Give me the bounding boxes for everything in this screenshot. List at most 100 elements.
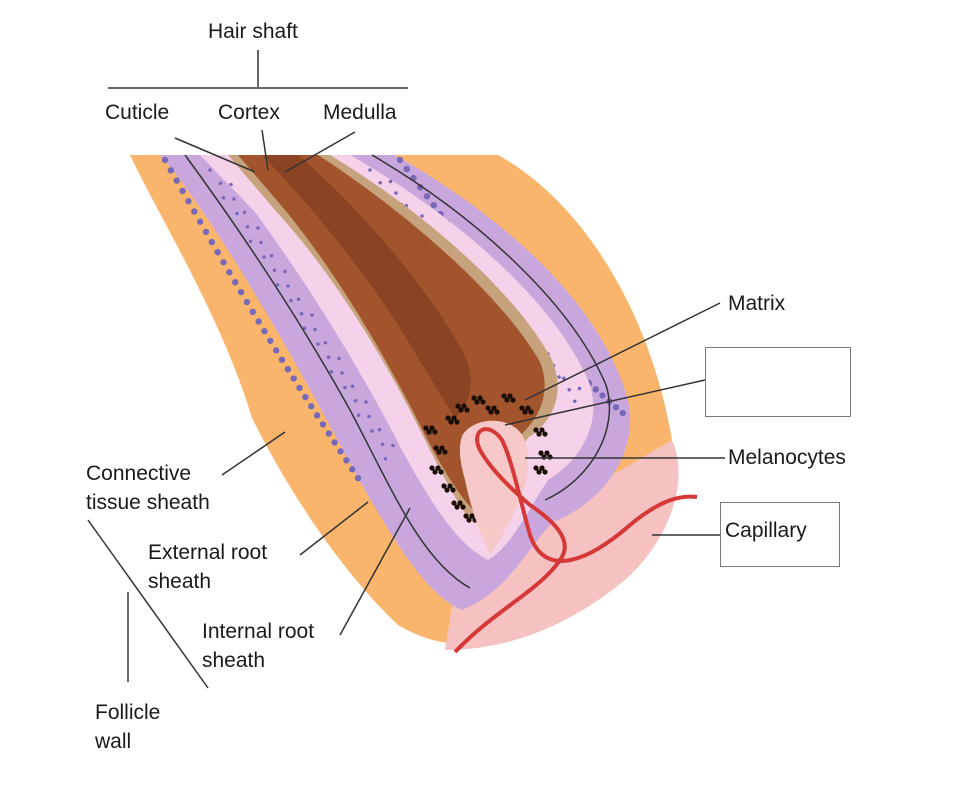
sheath-cell — [378, 180, 383, 185]
sheath-cell — [343, 385, 347, 390]
basal-cell — [331, 439, 338, 446]
melanin-granule — [432, 469, 438, 475]
sheath-cell — [275, 282, 280, 287]
label-follicle-wall-line2: wall — [95, 730, 132, 753]
melanin-granule — [480, 399, 486, 405]
melanin-granule — [432, 429, 438, 435]
basal-cell — [313, 412, 321, 419]
sheath-cell — [286, 284, 290, 288]
melanin-granule — [539, 465, 545, 471]
label-capillary: Capillary — [725, 519, 807, 542]
basal-cell — [214, 248, 221, 256]
label-connective-tissue-sheath-line1: Connective — [86, 462, 192, 485]
basal-cell — [173, 177, 180, 184]
sheath-cell — [248, 239, 253, 244]
basal-cell — [226, 269, 233, 276]
sheath-cell — [572, 399, 577, 404]
sheath-cell — [272, 268, 277, 273]
sheath-cell — [299, 311, 304, 316]
melanin-granule — [436, 449, 442, 455]
melanin-granule — [438, 469, 444, 475]
sheath-cell — [394, 191, 398, 195]
basal-cell — [261, 327, 268, 335]
melanin-granule — [429, 425, 435, 431]
melanin-granule — [485, 405, 491, 411]
basal-cell — [423, 192, 431, 200]
basal-cell — [354, 474, 362, 482]
melanin-granule — [477, 395, 483, 401]
sheath-cell — [326, 355, 331, 360]
hair-medulla — [262, 155, 471, 418]
sheath-cell — [235, 211, 239, 216]
label-melanocytes: Melanocytes — [728, 446, 846, 469]
basal-cell — [185, 198, 192, 205]
basal-cell — [232, 279, 239, 286]
label-cuticle: Cuticle — [105, 101, 170, 124]
sheath-cell — [313, 327, 317, 332]
melanin-granule — [451, 500, 457, 506]
melanin-granule — [458, 407, 464, 413]
sheath-cell — [256, 226, 260, 230]
sheath-cell — [340, 371, 344, 375]
melanin-granule — [536, 431, 542, 437]
sheath-cell — [218, 181, 223, 186]
sheath-cell — [242, 210, 247, 215]
basal-cell — [308, 403, 315, 410]
melanin-granule — [447, 483, 453, 489]
basal-cell — [196, 218, 204, 225]
sheath-cell — [289, 298, 293, 303]
basal-cell — [296, 384, 303, 392]
label-follicle-wall-line1: Follicle — [95, 701, 161, 724]
basal-cell — [612, 404, 620, 411]
basal-cell — [290, 375, 297, 382]
sheath-cell — [567, 387, 572, 392]
basal-cell — [319, 421, 327, 428]
basal-cell — [430, 201, 437, 209]
sheath-cell — [350, 384, 355, 389]
melanin-granule — [454, 504, 460, 510]
melanin-granule — [528, 409, 534, 415]
sheath-boundary-line — [184, 154, 471, 589]
sheath-cell — [302, 326, 307, 331]
basal-cell — [284, 365, 292, 373]
sheath-cell — [364, 400, 368, 404]
melanin-granule — [457, 500, 463, 506]
dermal-papilla — [459, 420, 529, 555]
melanin-granule — [455, 403, 461, 409]
melanin-granule — [522, 409, 528, 415]
melanin-granule — [542, 469, 548, 475]
basal-cell — [161, 156, 169, 164]
basal-cell — [349, 466, 356, 473]
basal-cell — [343, 457, 350, 464]
melanin-granule — [454, 419, 460, 425]
sheath-boundary-line-right — [371, 154, 611, 501]
sheath-cell — [245, 224, 250, 229]
sheath-cell — [420, 214, 424, 218]
sheath-cell — [208, 168, 212, 172]
sheath-cell — [310, 313, 314, 317]
basal-cell — [592, 386, 599, 393]
melanin-granule — [466, 517, 472, 523]
papilla-region — [445, 440, 679, 650]
melanin-granule — [451, 415, 457, 421]
basal-cell — [243, 298, 251, 306]
melanin-granule — [507, 393, 513, 399]
blank-label-box[interactable] — [705, 347, 851, 417]
melanin-granule — [519, 405, 525, 411]
melanin-granule — [510, 397, 516, 403]
sheath-cell — [368, 168, 372, 172]
melanin-granule — [442, 449, 448, 455]
label-matrix: Matrix — [728, 292, 786, 315]
leader-lines — [87, 50, 725, 689]
sheath-cell — [259, 240, 263, 245]
sheath-cell — [370, 429, 374, 433]
melanin-granule — [474, 399, 480, 405]
capillary-label-box: Capillary — [720, 502, 840, 567]
sheath-cell — [221, 195, 226, 200]
melanin-granule — [448, 419, 454, 425]
basal-cell — [337, 448, 344, 455]
melanin-granule — [463, 513, 469, 519]
sheath-cell — [367, 414, 371, 419]
sheath-cell — [283, 269, 287, 274]
